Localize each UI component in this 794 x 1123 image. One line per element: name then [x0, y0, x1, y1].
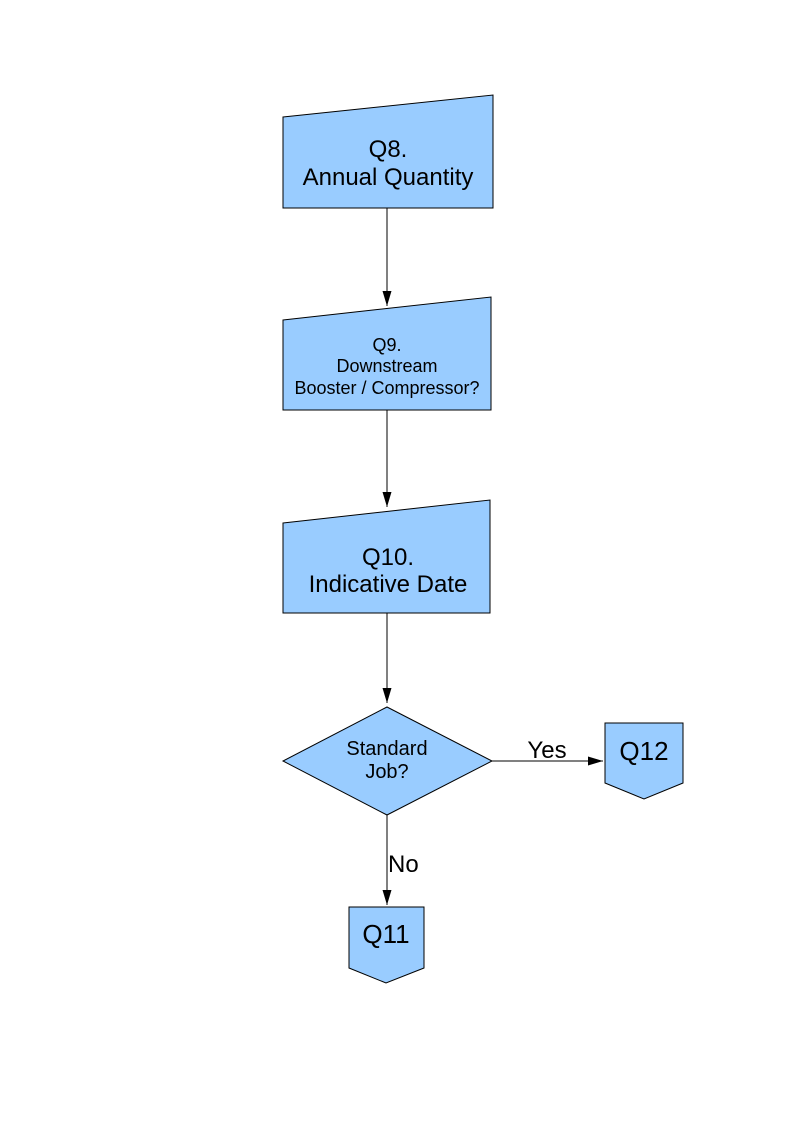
node-q10-line1: Q10. — [362, 544, 414, 571]
edge-label-yes: Yes — [527, 737, 566, 764]
node-q9-line3: Booster / Compressor? — [294, 378, 479, 398]
manual-input-shape — [282, 94, 494, 209]
edge-decision-to-q12: Yes — [492, 737, 603, 766]
node-q10-line2: Indicative Date — [309, 571, 468, 598]
node-q8-line2: Annual Quantity — [303, 164, 474, 191]
node-q12-label: Q12 — [619, 736, 668, 766]
off-page-connector-shape — [604, 722, 684, 800]
node-q10: Q10. Indicative Date — [282, 499, 491, 614]
node-decision-line1: Standard — [346, 738, 427, 760]
decision-diamond-shape — [281, 706, 494, 816]
node-q8-line1: Q8. — [369, 136, 408, 163]
node-q11-label: Q11 — [362, 919, 409, 949]
node-q9-line1: Q9. — [372, 335, 401, 355]
manual-input-shape — [282, 296, 492, 411]
node-decision-standard-job: Standard Job? — [281, 706, 494, 816]
node-q9: Q9. Downstream Booster / Compressor? — [282, 296, 492, 411]
edge-decision-to-q11: No — [382, 815, 419, 905]
node-q11: Q11 — [348, 906, 425, 984]
node-q12: Q12 — [604, 722, 684, 800]
node-decision-line2: Job? — [365, 761, 408, 783]
node-q9-line2: Downstream — [336, 356, 437, 376]
node-q8: Q8. Annual Quantity — [282, 94, 494, 209]
manual-input-shape — [282, 499, 491, 614]
edge-label-no: No — [388, 851, 419, 878]
off-page-connector-shape — [348, 906, 425, 984]
